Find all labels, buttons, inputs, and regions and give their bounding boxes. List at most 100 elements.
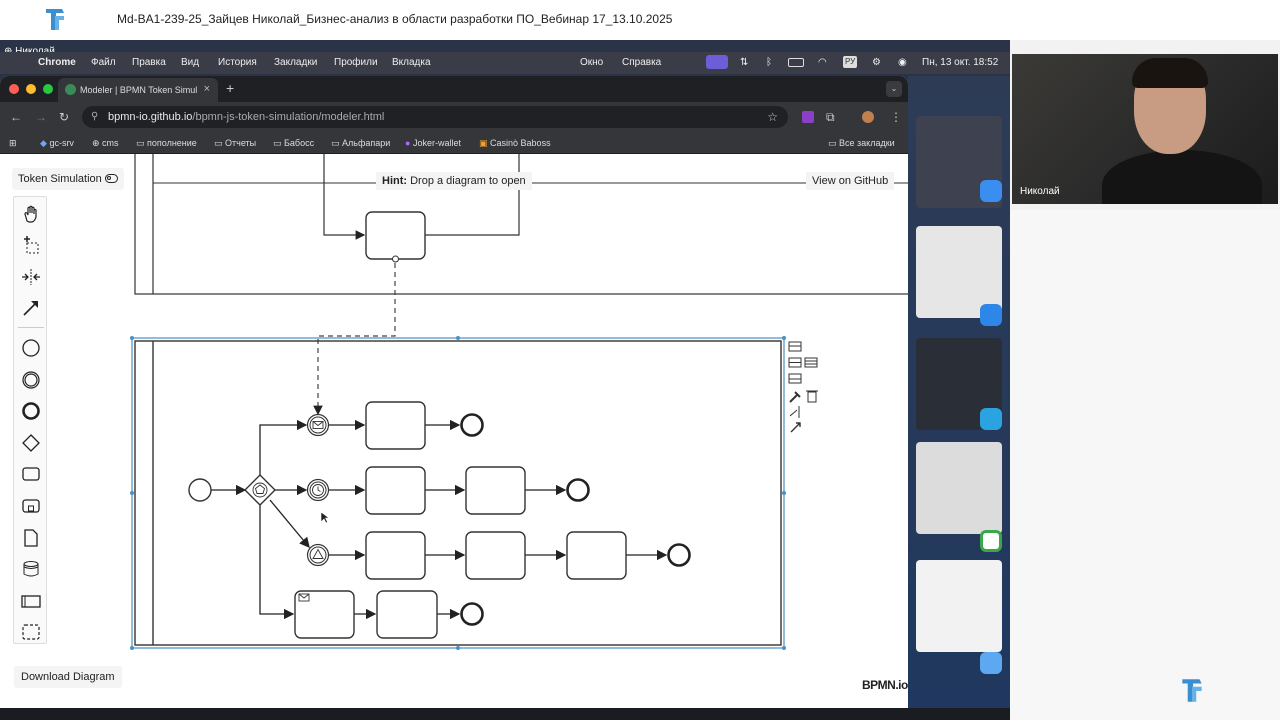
task[interactable] (376, 590, 438, 639)
extensions-puzzle-icon[interactable]: ⧉ (826, 110, 835, 124)
upper-pool[interactable] (134, 154, 908, 416)
hand-tool-icon[interactable] (20, 203, 42, 225)
menu-tab[interactable]: Вкладка (392, 57, 431, 68)
task[interactable] (365, 211, 426, 260)
menu-app-name[interactable]: Chrome (38, 57, 76, 68)
signal-catch-event[interactable] (306, 543, 330, 567)
input-language[interactable]: РУ (843, 56, 858, 68)
bluetooth-icon[interactable]: ᛒ (766, 57, 772, 68)
task[interactable] (566, 531, 627, 580)
bookmark-casino-baboss[interactable]: ▣ Casinò Baboss (479, 138, 551, 148)
lane-add-above-icon[interactable] (788, 341, 802, 352)
bpmn-canvas[interactable] (0, 154, 908, 708)
forward-icon[interactable]: → (35, 110, 47, 124)
end-event[interactable] (566, 478, 590, 502)
sequence-flow[interactable] (425, 154, 520, 236)
lasso-tool-icon[interactable] (20, 235, 42, 257)
bookmark-gc-srv[interactable]: ◆ gc-srv (40, 138, 74, 148)
window-thumbnail[interactable] (916, 442, 1002, 534)
extension-icon[interactable] (802, 111, 814, 123)
menu-profiles[interactable]: Профили (334, 57, 378, 68)
close-tab-icon[interactable]: × (203, 83, 210, 95)
menu-help[interactable]: Справка (622, 57, 662, 68)
menu-edit[interactable]: Правка (132, 57, 166, 68)
pool-tool-icon[interactable] (20, 590, 42, 612)
menubar-datetime[interactable]: Пн, 13 окт. 18:52 (922, 57, 999, 68)
lane-add-below-icon[interactable] (788, 373, 802, 384)
data-store-tool-icon[interactable] (20, 558, 42, 580)
task[interactable] (365, 401, 426, 450)
global-connect-tool-icon[interactable] (20, 297, 42, 319)
task[interactable] (365, 466, 426, 515)
siri-icon[interactable]: ◉ (898, 57, 907, 68)
close-window-button[interactable] (9, 84, 19, 94)
site-info-icon[interactable]: ⚲ (91, 111, 99, 122)
start-event-tool-icon[interactable] (20, 337, 42, 359)
arrow-icon[interactable] (790, 422, 801, 433)
menu-view[interactable]: Вид (181, 57, 200, 68)
task-tool-icon[interactable] (20, 463, 42, 485)
bpmn-io-logo[interactable]: BPMN.io (862, 678, 908, 692)
apps-grid-icon[interactable]: ⊞ (9, 138, 17, 148)
end-event[interactable] (460, 602, 484, 626)
minimize-window-button[interactable] (26, 84, 36, 94)
window-thumbnail[interactable] (916, 560, 1002, 652)
safari-icon[interactable] (980, 304, 1002, 326)
message-catch-event[interactable] (306, 413, 330, 437)
wrench-icon[interactable] (789, 391, 801, 403)
menu-history[interactable]: История (218, 57, 257, 68)
event-based-gateway[interactable] (244, 474, 276, 506)
menu-window[interactable]: Окно (580, 57, 604, 68)
battery-icon[interactable] (788, 58, 804, 67)
trash-icon[interactable] (806, 390, 818, 403)
space-tool-icon[interactable] (20, 266, 42, 288)
connect-icon[interactable] (789, 406, 800, 418)
wifi-icon[interactable]: ◠ (818, 57, 827, 68)
bookmark-joker-wallet[interactable]: ● Joker-wallet (405, 138, 461, 148)
timer-catch-event[interactable] (306, 478, 330, 502)
tab-search-button[interactable]: ⌄ (886, 81, 902, 97)
bookmark-alfapari[interactable]: ▭ Альфапари (331, 138, 391, 148)
bookmark-otchety[interactable]: ▭ Отчеты (214, 138, 257, 148)
end-event[interactable] (460, 413, 484, 437)
all-bookmarks-folder[interactable]: ▭ Все закладки (828, 138, 895, 148)
data-object-tool-icon[interactable] (20, 527, 42, 549)
task[interactable] (365, 531, 426, 580)
zoom-window-button[interactable] (43, 84, 53, 94)
token-simulation-toggle[interactable]: Token Simulation (12, 168, 124, 190)
mail-icon[interactable] (980, 652, 1002, 674)
back-icon[interactable]: ← (10, 110, 22, 124)
reload-icon[interactable]: ↻ (59, 110, 70, 124)
bookmark-baboss[interactable]: ▭ Бабосс (273, 138, 315, 148)
gateway-tool-icon[interactable] (20, 432, 42, 454)
address-bar[interactable]: ⚲ bpmn-io.github.io/bpmn-js-token-simula… (82, 106, 788, 128)
lane-divide-two-icon[interactable] (788, 357, 802, 368)
group-tool-icon[interactable] (20, 621, 42, 643)
app-icon[interactable] (980, 530, 1002, 552)
end-event[interactable] (667, 543, 691, 567)
receive-task[interactable] (294, 590, 355, 639)
start-event[interactable] (188, 478, 212, 502)
sequence-flow[interactable] (269, 499, 310, 549)
bookmark-star-icon[interactable]: ☆ (767, 110, 778, 124)
bookmark-cms[interactable]: ⊕ cms (92, 138, 119, 148)
message-flow[interactable] (313, 263, 396, 416)
intermediate-event-tool-icon[interactable] (20, 369, 42, 391)
task[interactable] (465, 531, 526, 580)
bookmark-popolnenie[interactable]: ▭ пополнение (136, 138, 197, 148)
sequence-flow[interactable] (323, 154, 366, 240)
control-center-icon[interactable]: ⚙ (872, 57, 881, 68)
window-thumbnail[interactable] (916, 226, 1002, 318)
finder-icon[interactable] (980, 180, 1002, 202)
active-tab[interactable]: Modeler | BPMN Token Simul × (58, 78, 218, 102)
screen-share-icon[interactable] (706, 55, 728, 69)
menu-bookmarks[interactable]: Закладки (274, 57, 318, 68)
network-icon[interactable]: ⇅ (740, 57, 749, 68)
end-event-tool-icon[interactable] (20, 400, 42, 422)
telegram-icon[interactable] (980, 408, 1002, 430)
menu-file[interactable]: Файл (91, 57, 116, 68)
lane-divide-three-icon[interactable] (804, 357, 818, 368)
context-pad[interactable] (788, 341, 818, 433)
task[interactable] (465, 466, 526, 515)
sequence-flow[interactable] (259, 419, 308, 476)
